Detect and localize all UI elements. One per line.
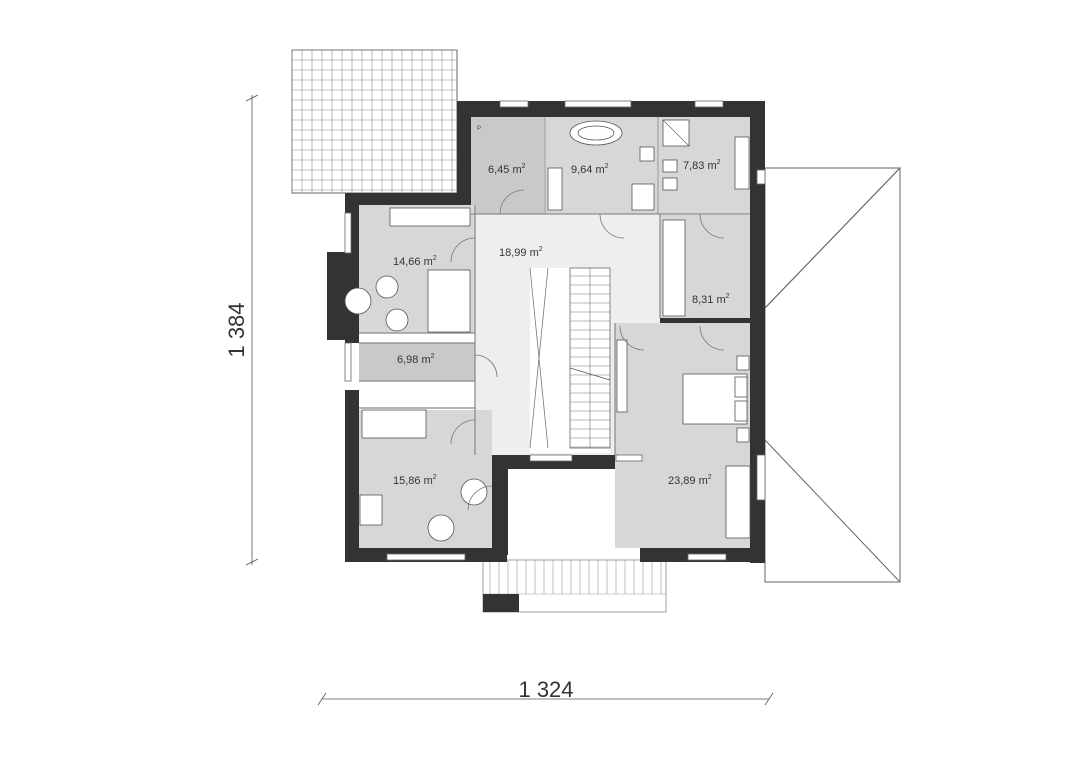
room-area-master: 23,89 m2	[668, 474, 712, 487]
room-area-west: 14,66 m2	[393, 255, 437, 268]
room-area-wardrobe: 8,31 m2	[692, 293, 730, 306]
room-utility	[359, 343, 475, 381]
storage-tag: P	[477, 126, 481, 132]
room-area-storage: 6,45 m2	[488, 163, 526, 176]
room-area-utility: 6,98 m2	[397, 353, 435, 366]
dimension-height-label: 1 384	[224, 302, 249, 357]
room-area-southwest: 15,86 m2	[393, 474, 437, 487]
room-area-hall: 18,99 m2	[499, 246, 543, 259]
staircase	[529, 267, 611, 449]
windows	[344, 100, 766, 561]
toilet-icon	[639, 146, 655, 162]
dimension-vertical: 1 384	[224, 94, 259, 566]
dimension-horizontal: 1 324	[317, 677, 774, 706]
room-storage	[471, 117, 544, 214]
terrace-grid	[291, 49, 458, 194]
roof-outline	[764, 167, 902, 583]
dimension-width-label: 1 324	[518, 677, 573, 702]
area-labels: 6,45 m2 9,64 m2 7,83 m2 18,99 m2 14,66 m…	[393, 159, 730, 487]
balcony	[482, 559, 667, 613]
partitions	[359, 117, 750, 455]
sink-icon	[547, 167, 563, 211]
room-area-bathroom-2: 7,83 m2	[683, 159, 721, 172]
room-area-bathroom: 9,64 m2	[571, 163, 609, 176]
doors	[450, 189, 725, 511]
fixtures	[344, 119, 751, 542]
